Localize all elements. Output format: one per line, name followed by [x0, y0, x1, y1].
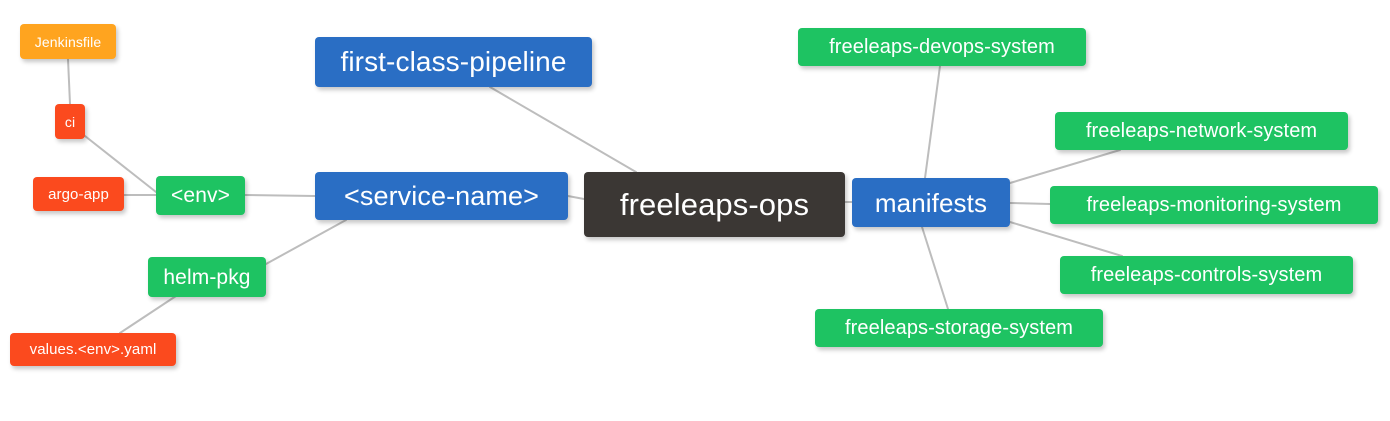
node-label-freeleaps-ops: freeleaps-ops: [619, 187, 810, 222]
edge-helm-pkg-to-service-name: [265, 219, 347, 265]
node-label-freeleaps-monitoring-system: freeleaps-monitoring-system: [1086, 194, 1342, 216]
edge-jenkinsfile-to-ci: [67, 58, 71, 105]
node-label-freeleaps-storage-system: freeleaps-storage-system: [844, 317, 1074, 339]
node-label-freeleaps-controls-system: freeleaps-controls-system: [1090, 264, 1323, 286]
node-ci[interactable]: ci: [55, 104, 85, 139]
node-service-name[interactable]: <service-name>: [315, 172, 568, 220]
node-freeleaps-controls-system[interactable]: freeleaps-controls-system: [1060, 256, 1353, 294]
edge-ci-to-env: [84, 135, 157, 193]
node-freeleaps-monitoring-system[interactable]: freeleaps-monitoring-system: [1050, 186, 1378, 224]
edge-env-to-service-name: [244, 194, 316, 197]
node-label-freeleaps-devops-system: freeleaps-devops-system: [829, 36, 1055, 58]
node-label-ci: ci: [64, 113, 76, 130]
node-freeleaps-devops-system[interactable]: freeleaps-devops-system: [798, 28, 1086, 66]
node-label-env: <env>: [171, 184, 230, 207]
node-label-jenkinsfile: Jenkinsfile: [34, 33, 102, 50]
node-first-class-pipeline[interactable]: first-class-pipeline: [315, 37, 592, 87]
edge-values-yaml-to-helm-pkg: [119, 295, 177, 334]
node-label-first-class-pipeline: first-class-pipeline: [340, 46, 567, 77]
node-helm-pkg[interactable]: helm-pkg: [148, 257, 266, 297]
edge-manifests-to-freeleaps-devops-system: [924, 65, 941, 179]
node-jenkinsfile[interactable]: Jenkinsfile: [20, 24, 116, 59]
node-label-values-yaml: values.<env>.yaml: [29, 341, 157, 358]
node-freeleaps-ops[interactable]: freeleaps-ops: [584, 172, 845, 237]
node-freeleaps-network-system[interactable]: freeleaps-network-system: [1055, 112, 1348, 150]
node-freeleaps-storage-system[interactable]: freeleaps-storage-system: [815, 309, 1103, 347]
node-label-manifests: manifests: [874, 187, 988, 218]
node-label-helm-pkg: helm-pkg: [163, 265, 251, 289]
edge-manifests-to-freeleaps-storage-system: [921, 226, 949, 310]
node-label-freeleaps-network-system: freeleaps-network-system: [1085, 120, 1318, 142]
edge-manifests-to-freeleaps-network-system: [1009, 149, 1121, 184]
node-env[interactable]: <env>: [156, 176, 245, 215]
node-label-service-name: <service-name>: [344, 180, 539, 211]
node-values-yaml[interactable]: values.<env>.yaml: [10, 333, 176, 366]
node-manifests[interactable]: manifests: [852, 178, 1010, 227]
edge-manifests-to-freeleaps-controls-system: [1009, 221, 1123, 257]
node-label-argo-app: argo-app: [48, 185, 109, 203]
edge-service-name-to-freeleaps-ops: [567, 195, 585, 200]
node-argo-app[interactable]: argo-app: [33, 177, 124, 211]
edge-first-class-pipeline-to-freeleaps-ops: [489, 86, 637, 173]
edge-manifests-to-freeleaps-monitoring-system: [1009, 202, 1051, 205]
